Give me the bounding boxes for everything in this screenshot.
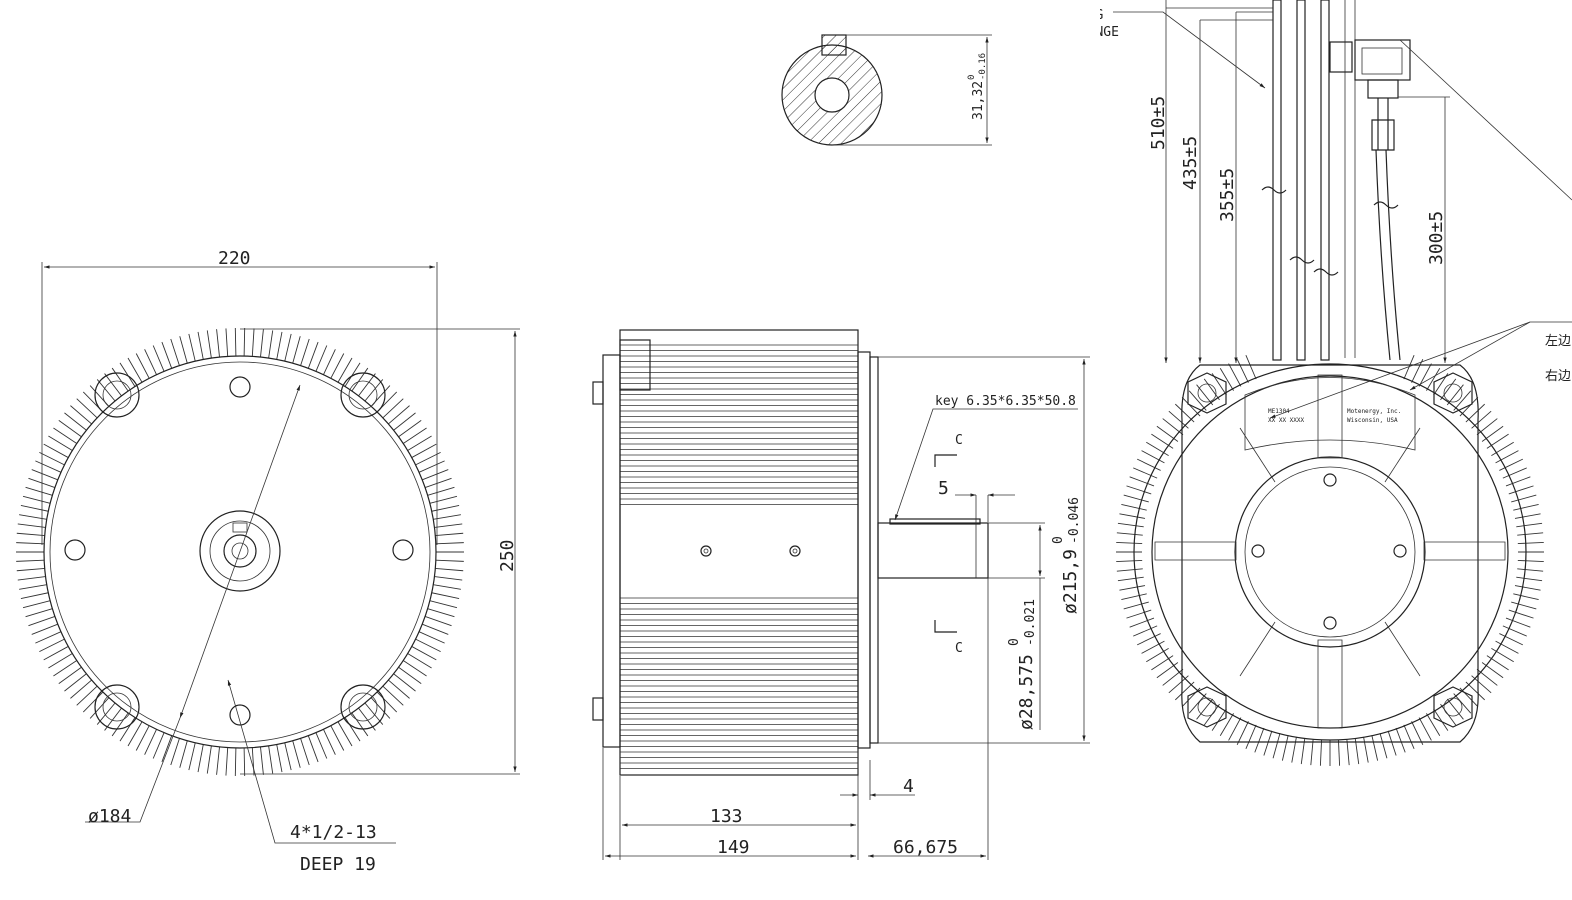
- svg-text:0: 0: [1051, 536, 1066, 544]
- cable-label-2awg: 2AWG: [1072, 8, 1103, 23]
- dim-key-offset: 5: [938, 478, 949, 499]
- key-label: key 6.35*6.35*50.8: [935, 394, 1076, 409]
- rear-ribs: [1154, 374, 1506, 729]
- thread-note: 4*1/2-13: [290, 822, 377, 843]
- dim-shaft-diameter: ø28,575: [1016, 654, 1037, 730]
- dim-pilot-diameter: ø215,9: [1060, 549, 1081, 614]
- dim-overall-length: 149: [717, 837, 750, 858]
- cable-length-dims: 510±5 435±5 355±5 300±5: [1148, 0, 1450, 363]
- dim-cable-355: 355±5: [1217, 168, 1238, 222]
- name-plate: [1244, 377, 1416, 451]
- dim-cable-510: 510±5: [1148, 96, 1169, 150]
- plate-model: ME1304: [1268, 408, 1290, 415]
- dim-flange: 4: [903, 776, 914, 797]
- dim-cable-300: 300±5: [1426, 211, 1447, 265]
- plate-maker: Motenergy, Inc.: [1347, 408, 1401, 415]
- section-mark-top: C: [955, 433, 963, 448]
- shaft-section-view: 31,32 0 -0.16: [781, 34, 992, 146]
- shaft-key: [889, 518, 981, 525]
- dim-shaft-length: 66,675: [893, 837, 958, 858]
- svg-text:-0.021: -0.021: [1023, 599, 1038, 646]
- svg-text:-0.16: -0.16: [978, 53, 988, 80]
- svg-text:-0.046: -0.046: [1067, 497, 1082, 544]
- side-view: C C key 6.35*6.35*50.8 5 ø28,575 0 -0.02…: [592, 329, 1090, 860]
- front-housing-inner: [49, 361, 431, 743]
- side-shaft: [877, 522, 989, 579]
- plate-location: Wisconsin, USA: [1347, 417, 1398, 424]
- front-view: ø184 4*1/2-13 DEEP 19 220 250: [16, 248, 520, 875]
- plate-serial: XX XX XXXX: [1268, 417, 1305, 424]
- rear-view: ME1304 XX XX XXXX Motenergy, Inc. Wiscon…: [1072, 0, 1572, 766]
- rear-cap-screws: [1251, 473, 1407, 630]
- side-fin-lines: [620, 344, 858, 769]
- front-mounting-bosses: [94, 372, 386, 730]
- cable-label-orange: ORANGE: [1072, 25, 1119, 40]
- dim-cable-435: 435±5: [1180, 136, 1201, 190]
- key-section: [821, 34, 847, 56]
- svg-text:0: 0: [967, 75, 977, 80]
- signal-connector: [1329, 39, 1411, 361]
- dim-key-height: 31,32: [971, 81, 986, 120]
- dim-width: 220: [218, 248, 251, 269]
- rear-cooling-fins: [1116, 355, 1544, 766]
- rear-corner-bosses: [1187, 372, 1473, 728]
- cn-label-right: 右边: [1545, 369, 1571, 384]
- svg-text:0: 0: [1007, 638, 1022, 646]
- cn-label-left: 左边: [1545, 334, 1571, 349]
- front-threaded-holes: [64, 376, 414, 726]
- section-mark-bottom: C: [955, 641, 963, 656]
- rear-housing-outer: [1133, 363, 1527, 741]
- dim-bolt-circle: ø184: [88, 806, 131, 827]
- front-housing-outer: [43, 355, 437, 749]
- dim-height: 250: [497, 539, 518, 572]
- depth-note: DEEP 19: [300, 854, 376, 875]
- power-cables: [1261, 0, 1356, 361]
- rear-end-cap: [1234, 456, 1426, 648]
- dim-body-length: 133: [710, 806, 743, 827]
- rear-mounting-frame: [1181, 364, 1479, 743]
